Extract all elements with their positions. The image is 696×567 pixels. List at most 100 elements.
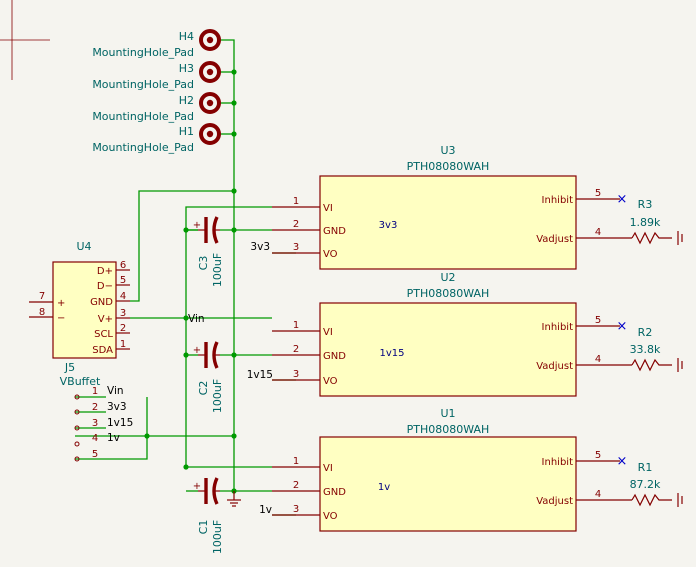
mounting-hole-h3: H3 MountingHole_Pad — [92, 61, 221, 91]
capacitor-value: 100uF — [211, 379, 224, 413]
resistor-value: 33.8k — [630, 343, 661, 356]
pin-name: VI — [323, 203, 333, 214]
junction — [144, 433, 150, 439]
junction — [231, 433, 237, 439]
pin-name: VO — [323, 511, 338, 522]
wire-j5-pin5 — [75, 397, 148, 460]
mounting-hole-ref: H1 — [179, 125, 194, 138]
capacitor-c1[interactable]: + C1 100uF — [193, 477, 224, 554]
mounting-hole-h2: H2 MountingHole_Pad — [92, 92, 221, 123]
capacitor-value: 100uF — [211, 253, 224, 287]
pin-number: 2 — [293, 344, 299, 355]
regulator-ref: U3 — [440, 144, 455, 157]
pin-name: Inhibit — [542, 322, 574, 333]
pin-number: 5 — [595, 188, 601, 199]
pin-number: 2 — [120, 323, 126, 334]
mounting-hole-value: MountingHole_Pad — [92, 110, 194, 123]
net-label-vin: Vin — [188, 313, 205, 325]
resistor-ref: R3 — [638, 198, 653, 211]
pin-name: VI — [323, 463, 333, 474]
pin-number: 8 — [39, 307, 45, 318]
resistor-r3[interactable]: R3 1.89k — [630, 198, 683, 245]
resistor-value: 1.89k — [630, 216, 661, 229]
pin-number: 3 — [92, 418, 98, 429]
pin-number: 3 — [293, 504, 299, 515]
mounting-hole-value: MountingHole_Pad — [92, 78, 194, 91]
pin-name: V+ — [98, 314, 113, 325]
resistor-icon — [631, 231, 672, 245]
pin-number: 5 — [92, 449, 98, 460]
u4-body — [52, 261, 117, 359]
junction — [183, 464, 189, 470]
pin-name: GND — [323, 487, 346, 498]
pin-number: 1 — [293, 456, 299, 467]
pin-name: Inhibit — [542, 195, 574, 206]
pin-number: 5 — [595, 315, 601, 326]
net-label: Vin — [107, 385, 124, 397]
u4-ref2: J5 — [64, 361, 75, 374]
regulator-label: 1v15 — [379, 348, 404, 359]
net-label: 3v3 — [107, 401, 127, 413]
mounting-hole-ref: H2 — [179, 94, 194, 107]
pin-name: SCL — [94, 329, 113, 340]
resistor-value: 87.2k — [630, 478, 661, 491]
connector-j5[interactable]: 1 2 3 4 5 Vin 3v3 1v15 1v — [74, 385, 133, 462]
wire-h4 — [220, 39, 235, 489]
pin-number: 6 — [120, 260, 126, 271]
pin-name: Vadjust — [536, 361, 573, 372]
pin-number: 1 — [120, 339, 126, 350]
net-labels: Vin 3v3 1v15 1v — [188, 241, 273, 516]
junction — [231, 227, 237, 233]
pin-number: 3 — [120, 308, 126, 319]
wires — [75, 39, 296, 516]
capacitor-plate-curved — [212, 216, 219, 244]
pin-number: 1 — [293, 196, 299, 207]
capacitor-c3[interactable]: + C3 100uF — [193, 216, 224, 287]
u4-value: VBuffet — [60, 375, 101, 388]
pin-name: VO — [323, 376, 338, 387]
u4-ref: U4 — [76, 240, 91, 253]
connector-u4[interactable]: U4 7 8 + − 6 5 4 3 2 1 D+ D− GND V+ SCL … — [29, 240, 130, 388]
regulator-u3[interactable]: U3 PTH08080WAH 1 2 3 VI GND VO Inhibit V… — [272, 144, 632, 270]
mounting-holes: H4 MountingHole_Pad H3 MountingHole_Pad … — [92, 29, 221, 154]
mounting-hole-ref: H3 — [179, 62, 194, 75]
sheet-border — [0, 0, 50, 80]
pin-name-plus: + — [57, 298, 65, 309]
junction — [183, 315, 189, 321]
mounting-hole-h1: H1 MountingHole_Pad — [92, 123, 221, 154]
net-label: 1v15 — [107, 417, 133, 429]
pin-dot — [74, 409, 80, 415]
junction — [231, 69, 237, 75]
pin-name: GND — [323, 351, 346, 362]
net-label: 1v — [107, 432, 120, 444]
resistor-ref: R2 — [638, 326, 653, 339]
pin-number: 4 — [595, 489, 601, 500]
pin-number: 2 — [92, 402, 98, 413]
junction — [231, 100, 237, 106]
regulator-ref: U2 — [440, 271, 455, 284]
pin-name: VO — [323, 249, 338, 260]
pin-number: 1 — [92, 386, 98, 397]
resistor-r1[interactable]: R1 87.2k — [630, 461, 683, 507]
net-label-1v: 1v — [259, 504, 272, 516]
pin-number: 7 — [39, 291, 45, 302]
wire-u4-gnd — [130, 190, 234, 302]
pin-dot — [74, 441, 80, 447]
regulator-u1[interactable]: U1 PTH08080WAH 1 2 3 VI GND VO Inhibit V… — [272, 407, 632, 532]
regulator-value: PTH08080WAH — [407, 287, 490, 300]
capacitor-c2[interactable]: + C2 100uF — [193, 341, 224, 413]
pin-number: 4 — [595, 354, 601, 365]
regulator-ref: U1 — [440, 407, 455, 420]
regulator-u2[interactable]: U2 PTH08080WAH 1 2 3 VI GND VO Inhibit V… — [272, 271, 632, 397]
pin-name: D+ — [97, 266, 113, 277]
pin-number: 3 — [293, 369, 299, 380]
regulator-body — [319, 302, 577, 397]
polarity-plus: + — [193, 481, 201, 492]
resistor-ref: R1 — [638, 461, 653, 474]
pin-dot — [74, 394, 80, 400]
junction — [183, 227, 189, 233]
net-label-1v15: 1v15 — [247, 369, 273, 381]
resistor-r2[interactable]: R2 33.8k — [630, 326, 683, 372]
regulator-label: 3v3 — [379, 220, 398, 231]
pin-name: GND — [323, 226, 346, 237]
